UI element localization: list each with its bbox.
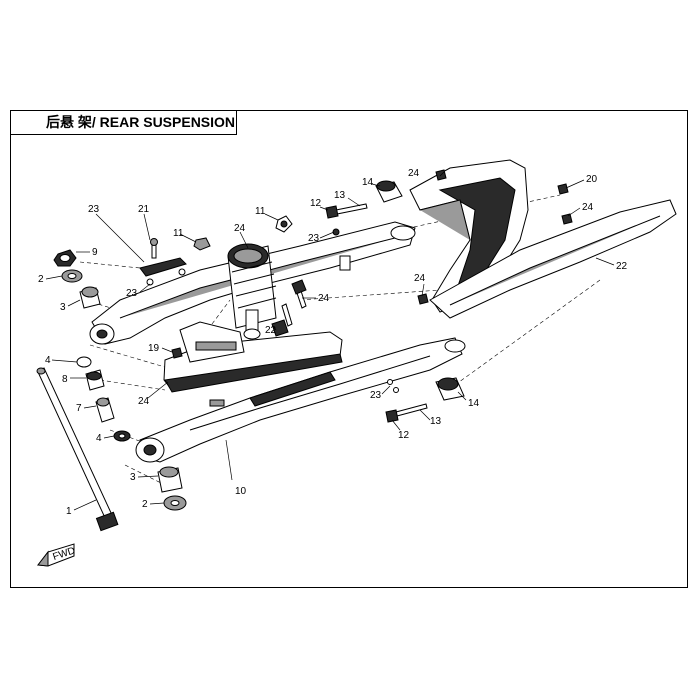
callout-24: 24 bbox=[582, 202, 594, 213]
callout-12: 13 bbox=[430, 416, 442, 427]
callout-1: 1 bbox=[66, 506, 72, 517]
callout-6: 8 bbox=[62, 374, 68, 385]
callout-7: 9 bbox=[92, 247, 98, 258]
callout-5: 7 bbox=[76, 403, 82, 414]
callout-11: 12 bbox=[310, 198, 322, 209]
callout-4: 4 bbox=[96, 433, 102, 444]
end-bushings bbox=[375, 180, 465, 401]
callout-17: 23 bbox=[88, 204, 100, 215]
callout-21: 24 bbox=[138, 396, 150, 407]
callout-11: 12 bbox=[398, 430, 410, 441]
callout-24: 24 bbox=[414, 273, 426, 284]
callout-22: 22 bbox=[265, 325, 277, 336]
brake-line-bracket bbox=[139, 238, 187, 286]
callout-16: 22 bbox=[616, 261, 628, 272]
callout-3: 3 bbox=[130, 472, 136, 483]
callout-9: 11 bbox=[173, 228, 184, 239]
callout-3: 3 bbox=[60, 302, 66, 313]
callout-10: 11 bbox=[255, 206, 266, 217]
diagram-frame bbox=[10, 110, 688, 588]
callout-15: 21 bbox=[138, 204, 150, 215]
shock-absorber bbox=[227, 243, 277, 340]
callout-12: 13 bbox=[334, 190, 346, 201]
callout-2: 2 bbox=[38, 274, 44, 285]
callout-8: 10 bbox=[235, 486, 247, 497]
rear-mud-flap bbox=[429, 199, 677, 319]
axle-bolts bbox=[325, 203, 428, 423]
callout-23: 23 bbox=[370, 390, 382, 401]
callout-24: 24 bbox=[408, 168, 420, 179]
callout-13: 14 bbox=[468, 398, 480, 409]
diagram-title: 后悬 架/ REAR SUSPENSION bbox=[10, 110, 237, 135]
callout-20: 24 bbox=[318, 293, 330, 304]
lower-swing-arm bbox=[135, 337, 466, 463]
small-fasteners-top bbox=[193, 215, 340, 251]
callout-13: 14 bbox=[362, 177, 374, 188]
part-callouts: 9 2 3 4 8 7 4 3 2 1 10 23 21 11 23 11 24… bbox=[38, 168, 628, 517]
fwd-arrow-icon: FWD bbox=[37, 543, 77, 567]
guard-screws bbox=[171, 169, 573, 359]
leader-lines bbox=[45, 171, 615, 511]
shock-bolts bbox=[271, 279, 307, 337]
pivot-shaft bbox=[36, 367, 119, 532]
callout-4: 4 bbox=[45, 355, 51, 366]
callout-23: 23 bbox=[308, 233, 320, 244]
callout-14: 19 bbox=[148, 343, 160, 354]
callout-14: 20 bbox=[586, 174, 598, 185]
callout-2: 2 bbox=[142, 499, 148, 510]
callout-18: 23 bbox=[126, 288, 138, 299]
callout-19: 24 bbox=[234, 223, 246, 234]
